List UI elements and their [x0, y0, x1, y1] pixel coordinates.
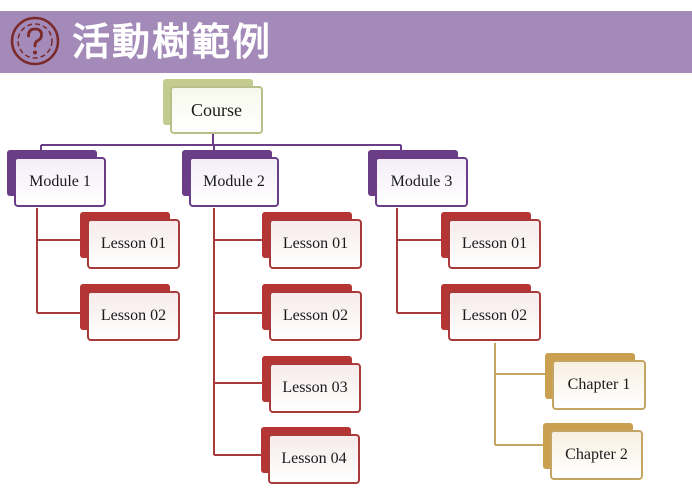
lesson-label: Lesson 03: [269, 363, 361, 413]
module-label: Module 3: [375, 157, 468, 207]
module-label: Module 1: [14, 157, 106, 207]
lesson-label: Lesson 02: [87, 291, 180, 341]
question-circle-icon: [10, 16, 60, 66]
lesson-label: Lesson 01: [269, 219, 362, 269]
lesson-label: Lesson 01: [87, 219, 180, 269]
chapter-label: Chapter 1: [552, 360, 646, 410]
module-label: Module 2: [189, 157, 279, 207]
chapter-label: Chapter 2: [550, 430, 643, 480]
page-title: 活動樹範例: [72, 20, 273, 64]
lesson-label: Lesson 04: [268, 434, 360, 484]
course-label: Course: [170, 86, 263, 134]
lesson-label: Lesson 02: [448, 291, 541, 341]
lesson-label: Lesson 02: [269, 291, 362, 341]
lesson-label: Lesson 01: [448, 219, 541, 269]
title-bar: 活動樹範例: [0, 11, 692, 73]
